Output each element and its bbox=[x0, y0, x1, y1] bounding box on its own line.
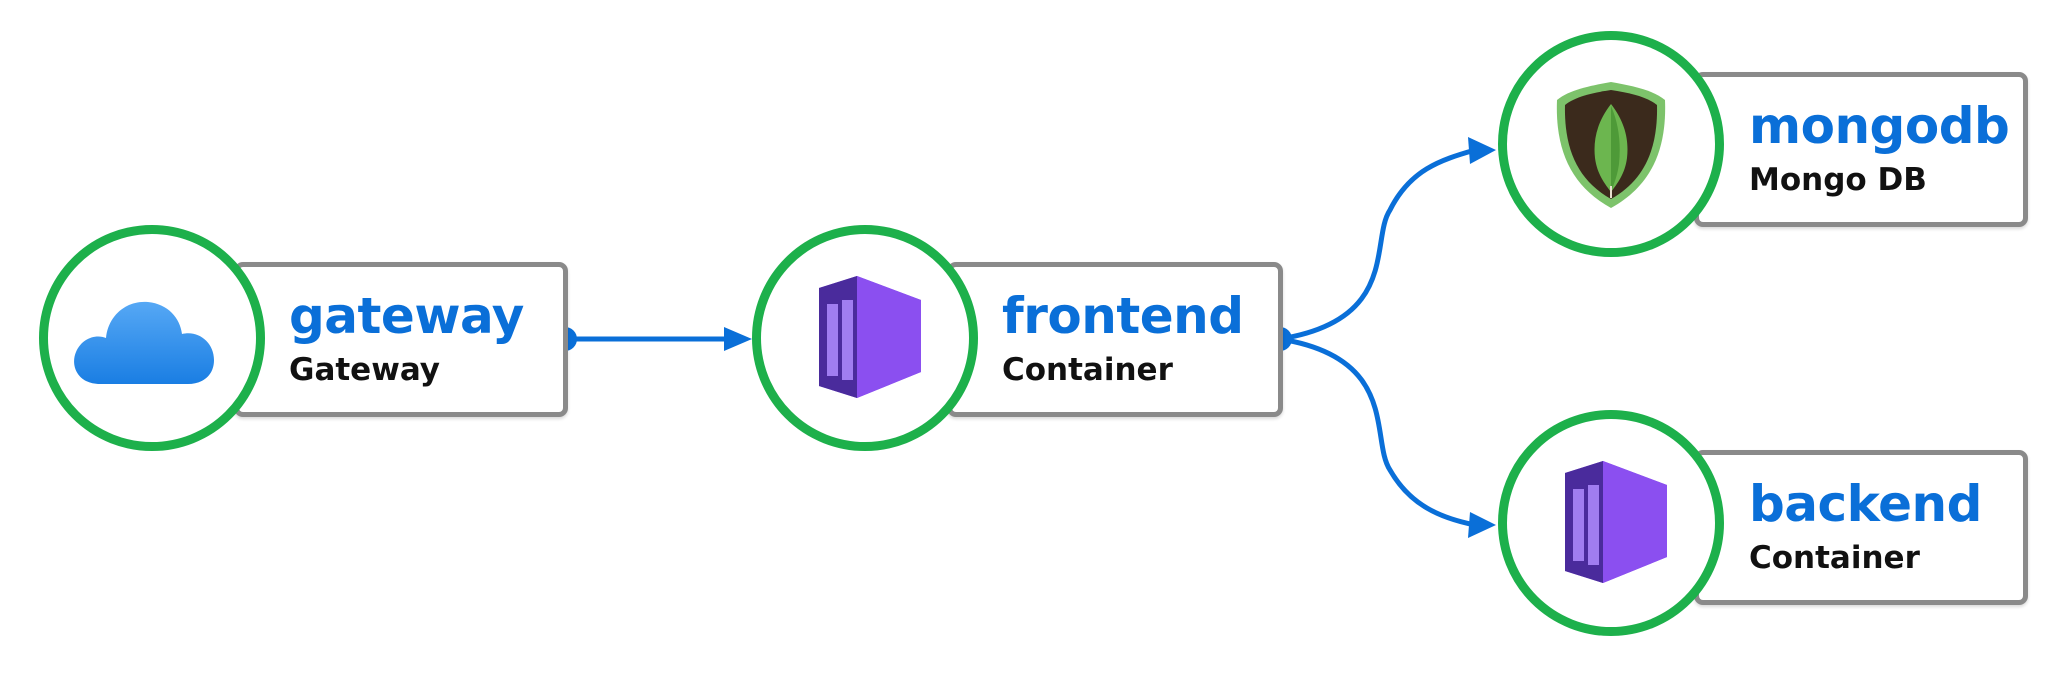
node-icon-ring[interactable] bbox=[1498, 410, 1724, 636]
edge-frontend-backend bbox=[1279, 336, 1496, 538]
node-name: mongodb bbox=[1749, 97, 2010, 155]
edge-gateway-frontend bbox=[553, 327, 752, 351]
node-card[interactable]: frontend Container bbox=[947, 262, 1283, 417]
node-type: Container bbox=[1749, 540, 1920, 576]
node-name: gateway bbox=[289, 287, 524, 345]
edge-arrowhead bbox=[724, 327, 752, 351]
node-type: Mongo DB bbox=[1749, 162, 1927, 198]
node-icon-ring[interactable] bbox=[752, 225, 978, 451]
cloud-icon bbox=[74, 301, 214, 384]
node-icon-ring[interactable] bbox=[39, 225, 265, 451]
node-type: Gateway bbox=[289, 352, 441, 388]
container-icon bbox=[1565, 461, 1667, 583]
node-type: Container bbox=[1002, 352, 1173, 388]
edge-arrowhead bbox=[1468, 512, 1496, 538]
mongodb-leaf-icon bbox=[1556, 82, 1666, 208]
node-card[interactable]: gateway Gateway bbox=[234, 262, 568, 417]
container-icon bbox=[819, 276, 921, 398]
node-name: frontend bbox=[1002, 287, 1244, 345]
node-icon-ring[interactable] bbox=[1498, 31, 1724, 257]
node-card[interactable]: backend Container bbox=[1694, 450, 2028, 605]
edge-frontend-mongodb bbox=[1279, 137, 1496, 342]
node-card[interactable]: mongodb Mongo DB bbox=[1694, 72, 2028, 227]
node-name: backend bbox=[1749, 475, 1982, 533]
edge-arrowhead bbox=[1468, 137, 1496, 164]
